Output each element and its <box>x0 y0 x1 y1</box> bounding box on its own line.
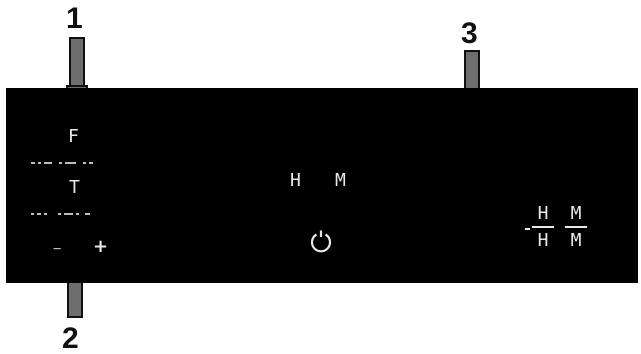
timer-letter[interactable]: T <box>69 177 80 198</box>
indicator-dots-lower <box>31 212 90 215</box>
setting-minutes-fraction[interactable]: M M <box>565 205 587 250</box>
callout-number-1: 1 <box>66 2 83 35</box>
setting-hours-bottom: H <box>537 230 549 251</box>
display-minutes: M <box>335 170 346 191</box>
indicator-dots-upper <box>31 161 93 164</box>
callout-number-2: 2 <box>62 322 79 354</box>
plus-button[interactable]: + <box>93 236 109 257</box>
display-hours: H <box>290 170 301 191</box>
power-icon[interactable] <box>309 229 333 255</box>
setting-hours-top: H <box>537 203 549 224</box>
function-letter[interactable]: F <box>68 126 79 147</box>
setting-hours-divider <box>532 226 554 228</box>
minus-button[interactable]: − <box>53 241 62 257</box>
control-panel: F T − + H M H H M M <box>6 88 638 283</box>
setting-minutes-bottom: M <box>570 230 582 251</box>
setting-left-tick <box>525 228 530 230</box>
setting-minutes-divider <box>565 226 587 228</box>
callout-number-3: 3 <box>461 17 478 50</box>
setting-minutes-top: M <box>570 203 582 224</box>
setting-hours-fraction[interactable]: H H <box>532 205 554 250</box>
